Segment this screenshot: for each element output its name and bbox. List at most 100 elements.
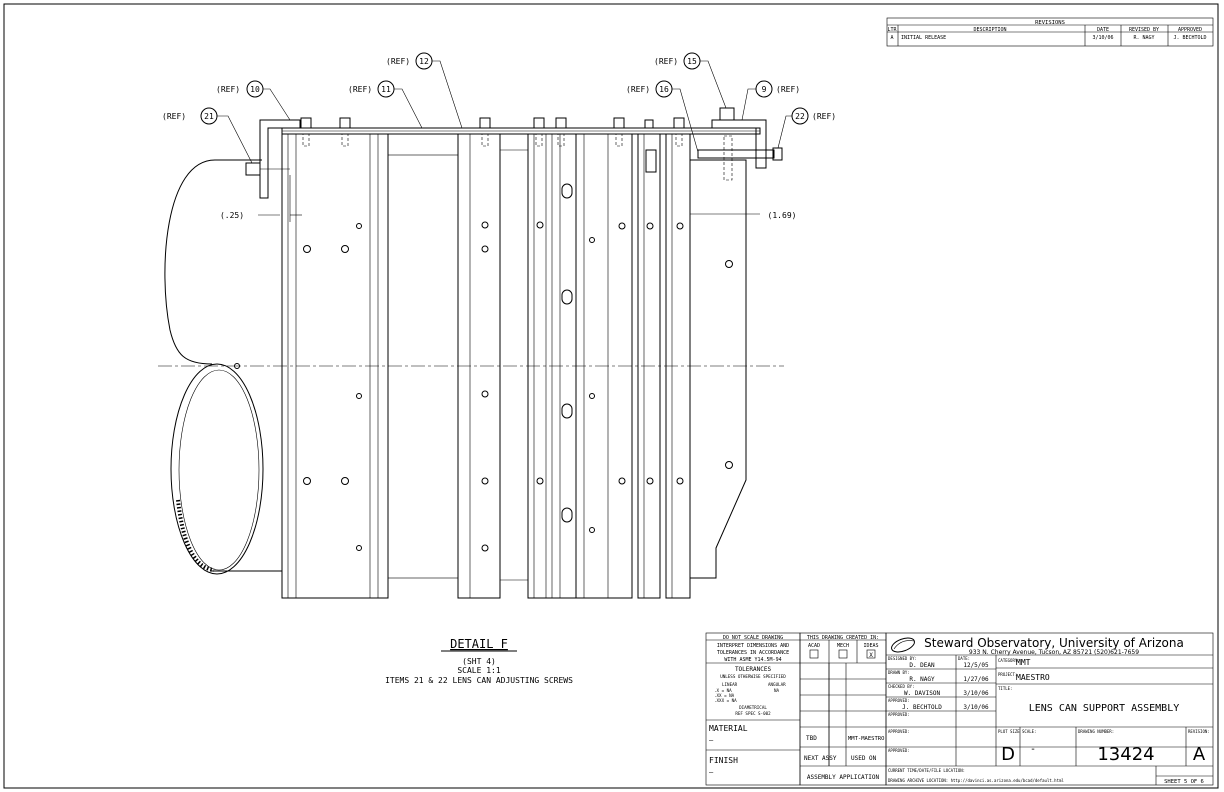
svg-text:INTERPRET DIMENSIONS AND: INTERPRET DIMENSIONS AND: [717, 643, 789, 649]
svg-text:MMT-MAESTRO: MMT-MAESTRO: [848, 736, 884, 742]
svg-text:21: 21: [204, 112, 214, 121]
created-in-block: THIS DRAWING CREATED IN: ACAD MECH IDEAS…: [799, 632, 887, 786]
detail-label: DETAIL F (SHT 4) SCALE 1:1 ITEMS 21 & 22…: [385, 637, 573, 685]
svg-text:22: 22: [795, 112, 805, 121]
svg-text:10: 10: [250, 85, 260, 94]
svg-text:NEXT ASSY: NEXT ASSY: [804, 755, 837, 762]
designed-by: D. DEAN: [909, 662, 935, 669]
svg-text:APPROVED:: APPROVED:: [888, 729, 910, 734]
svg-text:ACAD: ACAD: [808, 643, 820, 649]
category: MMT: [1016, 658, 1031, 667]
rev-header-ltr: LTR: [887, 27, 897, 33]
svg-text:REVISION:: REVISION:: [1188, 729, 1210, 734]
svg-text:PROJECT:: PROJECT:: [998, 672, 1017, 677]
top-bolts: [300, 107, 735, 147]
detail-scale: SCALE 1:1: [457, 666, 501, 675]
sheet-border: [3, 3, 1219, 789]
checkbox-ideas: [866, 649, 876, 659]
right-bracket: [711, 119, 767, 169]
callout-12: (REF) 12: [386, 52, 463, 129]
plate-group-6: [665, 133, 691, 599]
lens-can-top-arc: [164, 159, 262, 365]
rev-row-revised-by: R. NAGY: [1133, 35, 1154, 41]
revisions-title: REVISIONS: [1035, 20, 1065, 26]
svg-text:.XXX = NA: .XXX = NA: [714, 698, 737, 703]
steward-logo: [891, 637, 915, 653]
right-adjust-screw-head: [772, 147, 783, 161]
svg-text:(REF): (REF): [216, 85, 240, 94]
svg-text:(REF): (REF): [348, 85, 372, 94]
revision-letter: A: [1193, 744, 1206, 765]
svg-text:(REF): (REF): [654, 57, 678, 66]
svg-text:(REF): (REF): [626, 85, 650, 94]
finish-value: —: [709, 768, 714, 776]
rev-header-revised-by: REVISED BY: [1129, 27, 1159, 33]
svg-text:.X = NA: .X = NA: [714, 688, 732, 693]
svg-text:USED ON: USED ON: [851, 755, 877, 762]
svg-text:9: 9: [762, 85, 767, 94]
rev-header-date: DATE: [1097, 27, 1109, 33]
plate-group-5: [637, 133, 661, 599]
svg-text:DRAWN BY:: DRAWN BY:: [888, 670, 910, 675]
svg-text:DO NOT SCALE DRAWING: DO NOT SCALE DRAWING: [723, 635, 783, 641]
svg-text:SCALE:: SCALE:: [1022, 729, 1036, 734]
material-value: —: [709, 736, 714, 744]
svg-text:DIAMETRICAL: DIAMETRICAL: [739, 705, 767, 710]
callout-16: (REF) 16: [626, 80, 699, 153]
svg-text:12: 12: [419, 57, 429, 66]
org-name: Steward Observatory, University of Arizo…: [924, 636, 1184, 650]
svg-text:11: 11: [381, 85, 391, 94]
detail-title: DETAIL F: [450, 637, 508, 651]
plate-group-4: [575, 133, 633, 599]
approved-by: J. BECHTOLD: [902, 704, 942, 711]
rev-row-ltr: A: [890, 35, 893, 41]
rev-header-description: DESCRIPTION: [973, 27, 1006, 33]
checkbox-acad: [809, 649, 819, 659]
right-bolt-hidden: [723, 135, 733, 181]
svg-text:.XX = NA: .XX = NA: [714, 693, 735, 698]
svg-text:APPROVED:: APPROVED:: [888, 748, 910, 753]
checked-by: W. DAVISON: [904, 690, 941, 697]
lens-can-end-ellipse: [170, 363, 264, 575]
revisions-table: REVISIONS LTR DESCRIPTION DATE REVISED B…: [886, 17, 1214, 47]
rev-header-approved: APPROVED: [1178, 27, 1202, 33]
svg-text:CHECKED BY:: CHECKED BY:: [888, 684, 915, 689]
sheet-number: SHEET 5 OF 6: [1164, 779, 1204, 785]
dimension-left: (.25): [220, 175, 302, 222]
left-bracket: [259, 119, 301, 199]
scale: -: [1030, 744, 1036, 755]
checked-date: 3/10/06: [963, 690, 989, 697]
fitting: [645, 149, 657, 173]
plot-size: D: [1001, 744, 1015, 765]
dimension-left-value: (.25): [220, 211, 244, 220]
right-housing: [690, 159, 747, 579]
svg-text:ASSEMBLY APPLICATION: ASSEMBLY APPLICATION: [807, 774, 880, 781]
rev-row-approved: J. BECHTOLD: [1173, 35, 1206, 41]
svg-text:DATE:: DATE:: [958, 656, 970, 661]
tolerance-block: DO NOT SCALE DRAWING INTERPRET DIMENSION…: [705, 632, 801, 786]
material-label: MATERIAL: [709, 724, 748, 733]
mounting-holes: [234, 221, 733, 552]
detail-view: (.25) (1.69) (REF) 21 (REF) 10 (REF) 11: [158, 52, 836, 599]
detail-note: ITEMS 21 & 22 LENS CAN ADJUSTING SCREWS: [385, 676, 573, 685]
svg-text:TITLE:: TITLE:: [998, 686, 1012, 691]
svg-text:APPROVED:: APPROVED:: [888, 698, 910, 703]
callout-21: (REF) 21: [162, 107, 253, 164]
svg-text:PLOT SIZE: PLOT SIZE: [998, 729, 1020, 734]
checkbox-ideas-mark: X: [869, 652, 873, 659]
callout-11: (REF) 11: [348, 80, 423, 129]
svg-text:CURRENT TIME/DATE/FILE LOCATIO: CURRENT TIME/DATE/FILE LOCATION:: [888, 768, 965, 773]
svg-text:TOLERANCES: TOLERANCES: [735, 666, 772, 673]
svg-text:REF SPEC S-002: REF SPEC S-002: [735, 711, 771, 716]
left-adjust-screw-head: [245, 162, 261, 176]
svg-text:ANGULAR: ANGULAR: [768, 682, 786, 687]
lens-can-end-inner: [178, 369, 260, 571]
inner-cylinder-body: [387, 154, 459, 579]
plate-main-left: [281, 133, 389, 599]
adjustment-slots: [561, 183, 573, 523]
checkbox-mech: [838, 649, 848, 659]
svg-text:IDEAS: IDEAS: [863, 643, 878, 649]
svg-text:TOLERANCES IN ACCORDANCE: TOLERANCES IN ACCORDANCE: [717, 650, 789, 656]
svg-text:LINEAR: LINEAR: [722, 682, 738, 687]
svg-text:15: 15: [687, 57, 697, 66]
